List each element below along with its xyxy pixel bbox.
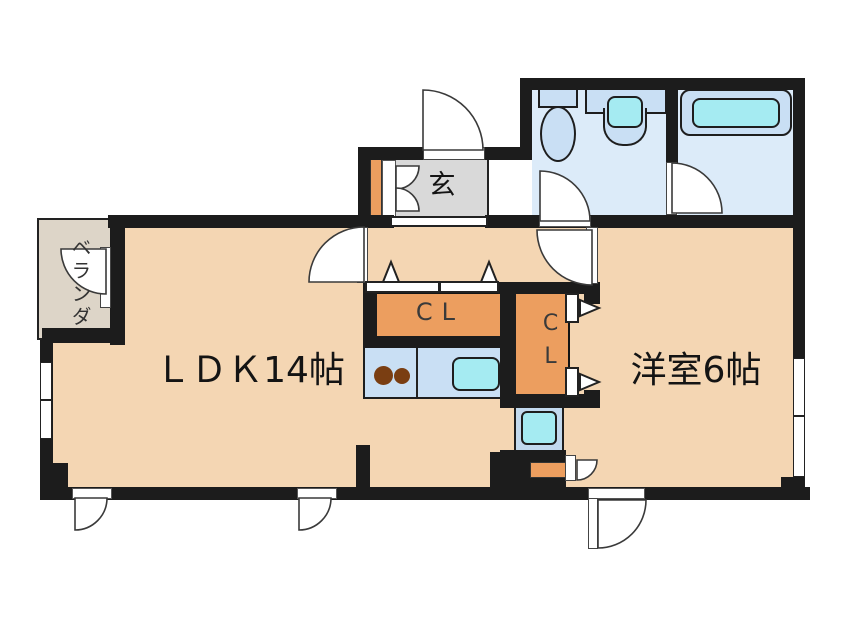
wall-segment [500,282,516,397]
western-closet-label: CL [538,311,563,377]
stove-burner-icon [394,368,410,384]
wall-segment [42,328,125,343]
closet-door-panel [565,293,579,323]
closet-door-panel [365,281,440,293]
closet-folding-door-mark [579,298,602,318]
wall-segment [363,282,377,346]
east-window [793,358,805,477]
south-door-opening [588,488,645,499]
kitchen-sink [452,357,500,391]
west-window-mullion [40,399,52,401]
western-room-floor [584,228,793,487]
kitchen-counter-divider [416,348,418,397]
wall-segment [108,215,372,228]
veranda-door-swing [60,248,107,295]
shoe-cabinet-door-swing [395,165,420,190]
wall-segment [793,78,805,230]
veranda-label: ベランダ [68,237,92,329]
wall-segment [500,394,600,408]
wall-segment [356,445,370,489]
hall-closet-label: CL [415,298,465,326]
entrance-step [390,216,488,227]
wall-segment [520,215,805,228]
wall-segment [363,336,508,348]
wall-segment [520,78,532,160]
washbasin-bowl [607,96,643,128]
stove-burner-icon [374,366,393,385]
wall-segment [530,478,566,498]
wall-segment [52,463,68,493]
shoe-cabinet-door-swing [395,187,420,212]
wall-segment [584,282,600,304]
toilet-bowl [540,106,576,162]
wall-segment [358,215,394,228]
wall-segment [485,215,535,228]
wall-segment [110,215,125,345]
closet-folding-door-mark [579,372,602,392]
south-window-swing [74,497,108,531]
wall-segment [520,78,805,90]
western-room-door-swing [536,229,593,286]
closet-folding-door-mark [479,259,499,283]
front-door-swing [422,89,484,151]
wall-segment [358,147,370,228]
wall-segment [781,477,805,489]
bathroom-door-swing [671,162,723,214]
wall-segment [500,450,566,462]
east-window-mullion [793,415,805,417]
ldk-door-swing [308,226,365,283]
closet-folding-door-mark [381,259,401,283]
ldk-label: ＬＤＫ14帖 [155,350,345,391]
western-room-label: 洋室6帖 [630,350,762,391]
entrance-side-space [489,160,520,215]
utility-door-leaf [565,455,576,481]
closet-door-panel [439,281,499,293]
washing-machine-pan-inner [521,411,557,445]
closet-door-panel [565,367,579,397]
wall-segment [666,88,678,165]
south-door-swing [597,499,647,549]
wall-segment [498,282,600,294]
south-window-swing [298,497,332,531]
washroom-door-swing [539,170,591,222]
entrance-label: 玄 [428,170,456,201]
wall-segment [584,390,600,408]
utility-door-swing [576,459,598,481]
bathtub-basin [692,98,780,128]
